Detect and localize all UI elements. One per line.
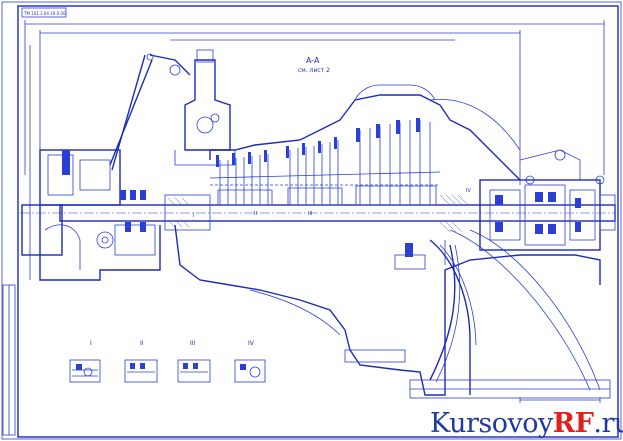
rear-bearing-housing xyxy=(479,149,616,251)
inner-frame xyxy=(17,5,619,438)
top-stamp xyxy=(21,7,67,18)
detail-label-2: II xyxy=(140,340,144,347)
section-label: A-A xyxy=(306,56,320,65)
gland-seals xyxy=(439,194,469,233)
watermark-logo: KursovoyRF.ru xyxy=(430,408,623,439)
stamp-code: ТМ 101.2.04.19.0.00 xyxy=(23,11,66,16)
stage-mark-1: I xyxy=(193,213,194,219)
stage-mark-4: IV xyxy=(466,188,471,194)
detail-label-3: III xyxy=(190,340,196,347)
casing-upper xyxy=(209,94,521,181)
section-ref: см. лист 2 xyxy=(298,67,330,74)
front-bearing-housing xyxy=(21,149,211,281)
stage-mark-2: II xyxy=(254,211,257,217)
watermark-part2: RF xyxy=(552,408,594,439)
casing-lower xyxy=(174,224,601,396)
watermark-part1: Kursovoy xyxy=(430,408,553,439)
detail-views xyxy=(69,359,266,383)
detail-label-1: I xyxy=(90,340,92,347)
exhaust-hood xyxy=(429,239,471,395)
stage-mark-3: III xyxy=(308,211,312,217)
blade-stages xyxy=(209,118,441,206)
valve-assembly xyxy=(109,49,236,171)
detail-label-4: IV xyxy=(248,340,255,347)
watermark-part3: .ru xyxy=(593,408,623,439)
